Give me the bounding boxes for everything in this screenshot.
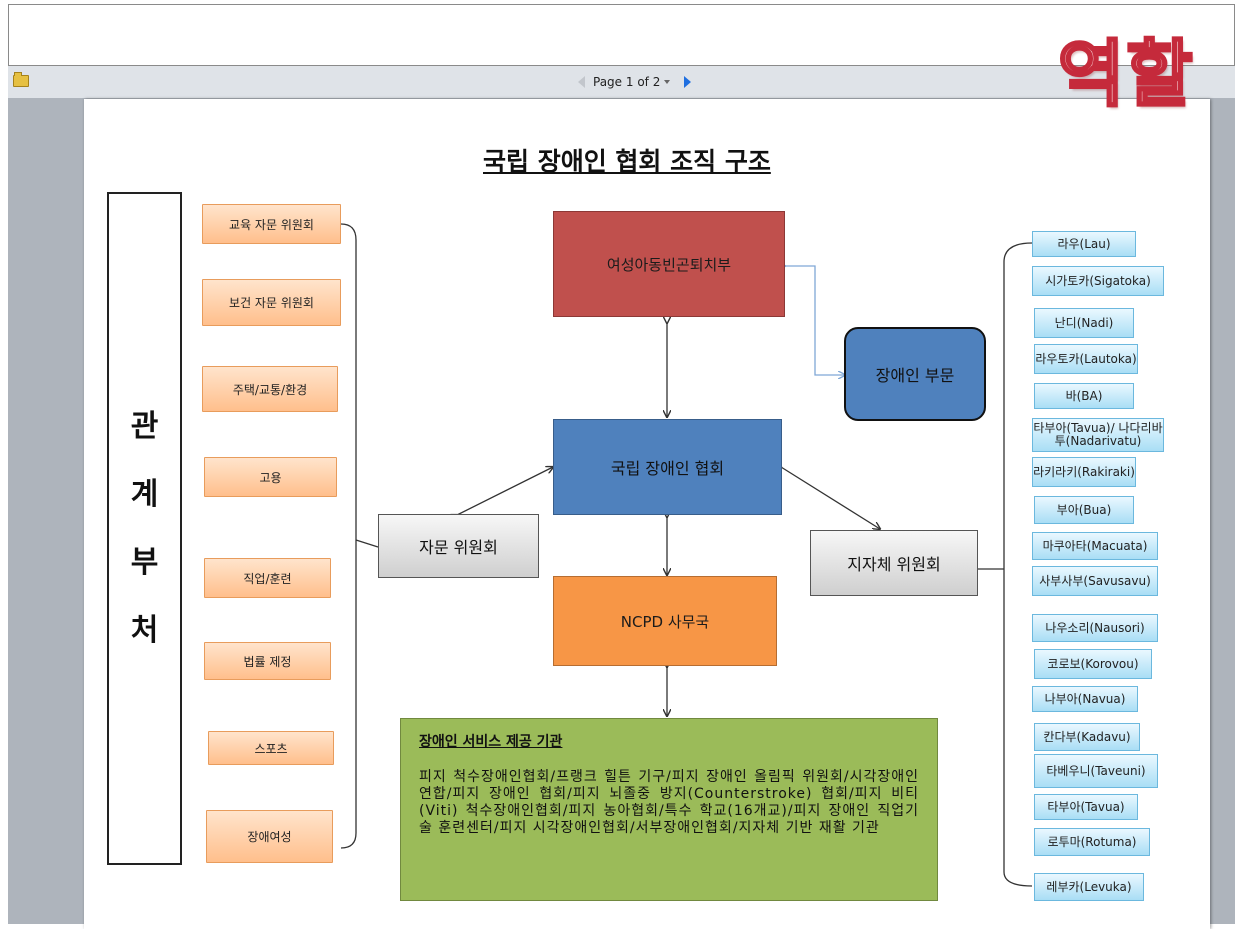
page-indicator[interactable]: Page 1 of 2 xyxy=(593,75,661,89)
related-departments-label: 관 계 부 처 xyxy=(107,192,182,865)
region-item: 시가토카(Sigatoka) xyxy=(1032,266,1164,296)
left-committee-item: 직업/훈련 xyxy=(204,558,331,598)
left-committee-item: 고용 xyxy=(204,457,337,497)
folder-icon[interactable] xyxy=(13,72,29,87)
decorative-title: 역할 xyxy=(1056,31,1195,118)
local-committee-box: 지자체 위원회 xyxy=(810,530,978,596)
left-committee-item: 법률 제정 xyxy=(204,642,331,680)
side-label-char: 부 xyxy=(130,544,159,580)
left-committee-item: 스포츠 xyxy=(208,731,334,765)
side-label-char: 계 xyxy=(130,476,159,512)
region-item: 부아(Bua) xyxy=(1034,496,1134,524)
left-committee-item: 장애여성 xyxy=(206,810,333,863)
left-committee-item: 주택/교통/환경 xyxy=(202,366,338,412)
next-page-icon[interactable] xyxy=(684,76,692,88)
ncpd-box: 국립 장애인 협회 xyxy=(553,419,782,515)
left-committee-item: 보건 자문 위원회 xyxy=(202,279,341,326)
region-item: 칸다부(Kadavu) xyxy=(1034,723,1140,751)
service-providers-list: 피지 척수장애인협회/프랭크 힐튼 기구/피지 장애인 올림픽 위원회/시각장애… xyxy=(419,769,919,836)
region-item: 레부카(Levuka) xyxy=(1034,873,1144,901)
ministry-box: 여성아동빈곤퇴치부 xyxy=(553,211,785,317)
region-item: 타부아(Tavua) xyxy=(1034,794,1138,820)
chart-title: 국립 장애인 협회 조직 구조 xyxy=(483,147,771,176)
region-item: 코로보(Korovou) xyxy=(1034,649,1152,679)
region-item: 라우토카(Lautoka) xyxy=(1034,344,1138,374)
region-item: 나우소리(Nausori) xyxy=(1032,614,1158,642)
secretariat-box: NCPD 사무국 xyxy=(553,576,777,666)
page-navigation-bar: Page 1 of 2 xyxy=(8,66,1235,98)
service-providers-title: 장애인 서비스 제공 기관 xyxy=(419,734,563,750)
region-item: 라키라키(Rakiraki) xyxy=(1032,457,1136,487)
service-providers-box: 장애인 서비스 제공 기관 피지 척수장애인협회/프랭크 힐튼 기구/피지 장애… xyxy=(400,718,938,901)
pager: Page 1 of 2 xyxy=(578,73,692,91)
disability-division-box: 장애인 부문 xyxy=(844,327,986,421)
region-item: 나부아(Navua) xyxy=(1032,686,1138,712)
previous-page-icon[interactable] xyxy=(578,76,585,88)
region-item: 타베우니(Taveuni) xyxy=(1034,754,1158,788)
left-committee-item: 교육 자문 위원회 xyxy=(202,204,341,244)
page-dropdown-icon[interactable] xyxy=(664,80,671,84)
window-title-bar xyxy=(8,4,1235,66)
side-label-char: 관 xyxy=(130,408,159,444)
region-item: 라우(Lau) xyxy=(1032,231,1136,257)
region-item: 사부사부(Savusavu) xyxy=(1032,566,1158,596)
side-label-char: 처 xyxy=(130,612,159,648)
advisory-committee-box: 자문 위원회 xyxy=(378,514,539,578)
region-item: 타부아(Tavua)/ 나다리바투(Nadarivatu) xyxy=(1032,418,1164,452)
region-item: 마쿠아타(Macuata) xyxy=(1032,532,1158,560)
region-item: 난디(Nadi) xyxy=(1034,308,1134,338)
region-item: 로투마(Rotuma) xyxy=(1034,828,1150,856)
region-item: 바(BA) xyxy=(1034,383,1134,409)
